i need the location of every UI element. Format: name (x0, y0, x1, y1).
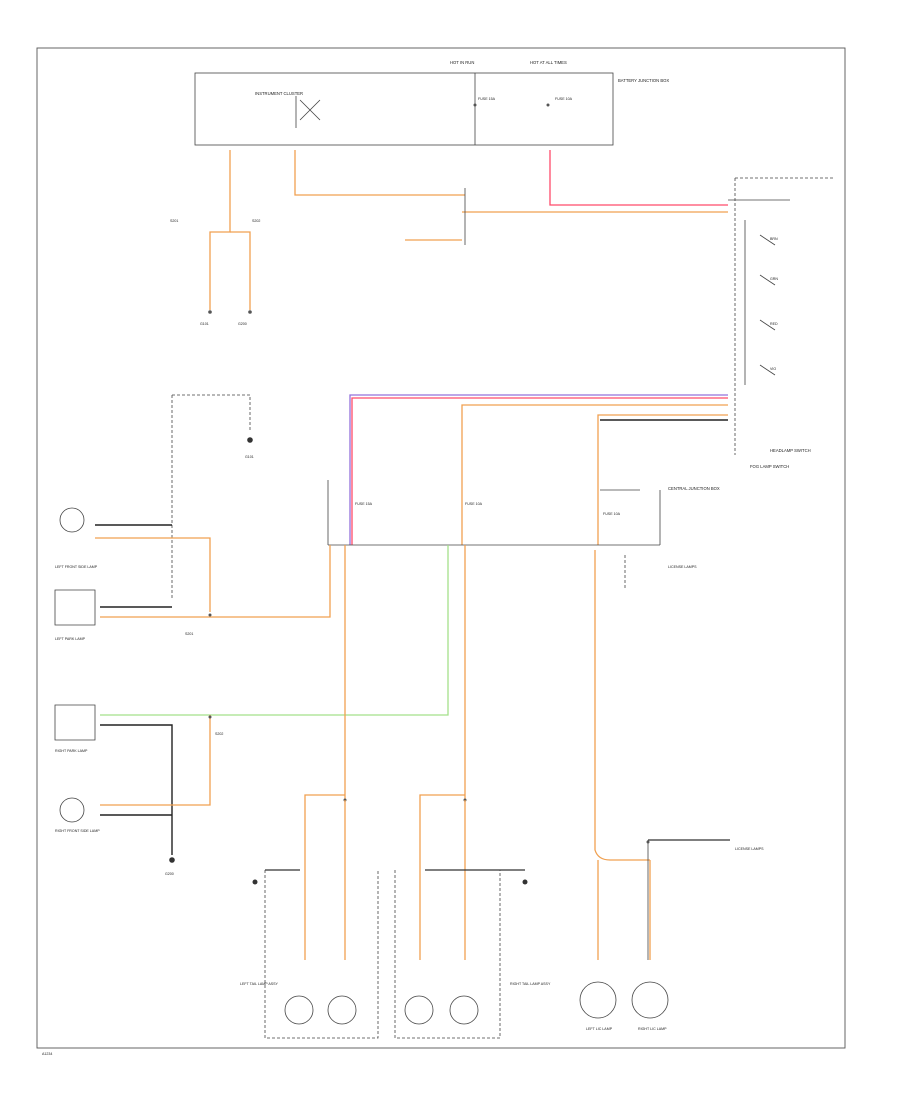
vertical-drops (343, 545, 650, 861)
right-side-note: LICENSE LAMPS (735, 847, 764, 851)
fog-switch-label: FOG LAMP SWITCH (750, 464, 789, 469)
fuse-b-label: FUSE 10A (555, 97, 573, 101)
bottom-mid-label: RIGHT TAIL LAMP ASSY (510, 982, 551, 986)
splice-left-2: S202 (215, 732, 223, 736)
bottom-ground-label: G200 (165, 872, 174, 876)
top-junction-box: INSTRUMENT CLUSTER HOT IN RUN HOT AT ALL… (194, 60, 669, 146)
cjb-fuse-1: FUSE 15A (355, 502, 373, 506)
left-lamps: LEFT FRONT SIDE LAMP LEFT PARK LAMP RIGH… (54, 507, 449, 876)
lic-lamp-left: LEFT LIC LAMP (586, 1027, 613, 1031)
fuse-a-label: FUSE 15A (478, 97, 496, 101)
bottom-right-lamps: LEFT LIC LAMP RIGHT LIC LAMP LICENSE LAM… (579, 839, 764, 1031)
lamp-label-4: RIGHT FRONT SIDE LAMP (55, 829, 100, 833)
hot-at-all-times-label: HOT AT ALL TIMES (530, 60, 567, 65)
top-conn-label-2: S202 (252, 219, 260, 223)
lamp-label-3: RIGHT PARK LAMP (55, 749, 88, 753)
cjb-fuse-2: FUSE 10A (465, 502, 483, 506)
left-ground-loop: G101 (171, 394, 254, 600)
lamp-label-2: LEFT PARK LAMP (55, 637, 86, 641)
bottom-left-assembly: LEFT TAIL LAMP ASSY (240, 794, 379, 1039)
central-box-sub: LICENSE LAMPS (668, 565, 697, 569)
headlamp-switch-label: HEADLAMP SWITCH (770, 448, 811, 453)
ground-label-1: G101 (200, 322, 209, 326)
bottom-left-label: LEFT TAIL LAMP ASSY (240, 982, 279, 986)
headlamp-switch: BRN GRN RED VIO HEADLAMP SWITCH FOG LAMP… (728, 177, 835, 469)
splice-left-1: S201 (185, 632, 193, 636)
left-ground-label: G101 (245, 455, 254, 459)
switch-pos-1: BRN (770, 237, 778, 241)
switch-pos-3: RED (770, 322, 778, 326)
switch-pos-4: VIO (770, 367, 776, 371)
switch-pos-2: GRN (770, 277, 778, 281)
central-box-label: CENTRAL JUNCTION BOX (668, 486, 720, 491)
top-wires: S201 S202 G101 G200 (170, 150, 728, 326)
figure-code: A1234 (42, 1052, 52, 1056)
battery-junction-label: BATTERY JUNCTION BOX (618, 78, 669, 83)
cjb-fuse-3: FUSE 10A (603, 512, 621, 516)
top-conn-label-1: S201 (170, 219, 178, 223)
hot-in-run-label: HOT IN RUN (450, 60, 474, 65)
bus-wires (349, 394, 728, 545)
lic-lamp-right: RIGHT LIC LAMP (638, 1027, 667, 1031)
lamp-label-1: LEFT FRONT SIDE LAMP (55, 565, 98, 569)
module-label: INSTRUMENT CLUSTER (255, 91, 303, 96)
ground-label-2: G200 (238, 322, 247, 326)
diagram-frame (36, 47, 846, 1049)
bottom-mid-assembly: RIGHT TAIL LAMP ASSY (394, 794, 551, 1039)
central-junction-box: FUSE 15A FUSE 10A FUSE 10A CENTRAL JUNCT… (327, 480, 720, 590)
